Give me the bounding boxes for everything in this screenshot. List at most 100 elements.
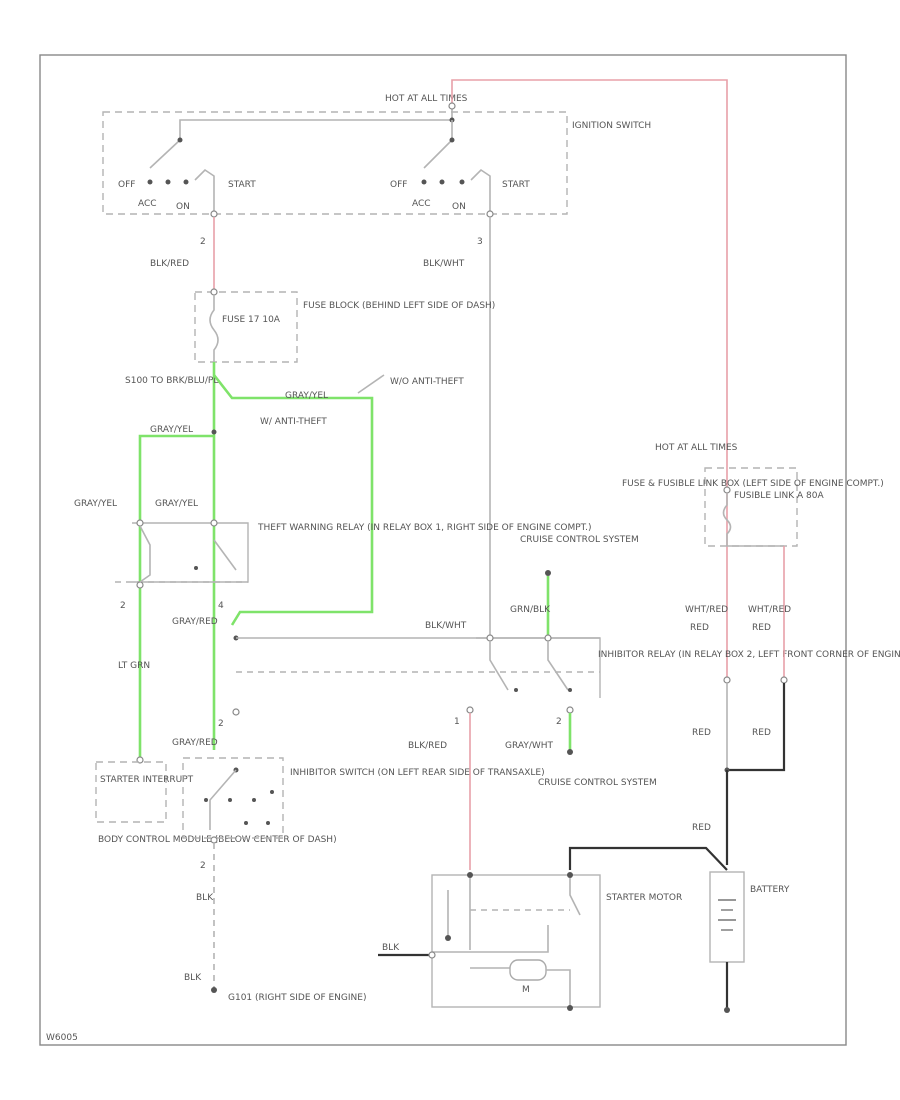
ign-left-terminal [210,210,218,218]
blk-wht-label-top: BLK/WHT [423,259,465,269]
right-switch-contact-off [421,179,427,185]
starter-motor-box [431,874,601,1008]
gray-wht-terminal [567,749,573,755]
inhibitor-switch-blade [209,769,237,830]
s100-label: S100 TO BRK/BLU/PL [125,376,218,386]
theft-relay-label: THEFT WARNING RELAY (IN RELAY BOX 1, RIG… [257,523,591,533]
ignition-feed-wire [179,103,453,140]
inhibitor-switch-contact-2 [228,798,232,802]
anti-theft-pointer [357,374,385,394]
theft-relay-contact [213,539,237,571]
pin-2e-label: 2 [200,861,206,871]
blk-red-mid-label: BLK/RED [408,741,447,751]
fusible-link-element [722,493,732,546]
red-label-4: RED [752,728,771,738]
diagram-frame [39,54,847,1046]
wht-red-conn-left [723,676,731,684]
grn-blk-label: GRN/BLK [510,605,551,615]
red-label-5: RED [692,823,711,833]
inhibitor-relay-pivot-b [568,688,572,692]
inhibitor-switch-contact-3 [252,798,256,802]
gray-red-2-label: GRAY/RED [172,738,218,748]
fuse-in-terminal [210,288,218,296]
left-switch-contact-acc [165,179,171,185]
starter-coil-dot [445,935,451,941]
red-label-3: RED [692,728,711,738]
w-anti-theft-label-a: W/O ANTI-THEFT [390,377,464,387]
left-switch-blade [149,139,181,169]
hot-at-all-times-label-top: HOT AT ALL TIMES [385,94,468,104]
hot-at-all-times-label-right: HOT AT ALL TIMES [655,443,738,453]
g101-label: G101 (RIGHT SIDE OF ENGINE) [228,993,366,1003]
gray-yel-label-2: GRAY/YEL [150,425,193,435]
pin-3-label: 3 [477,237,483,247]
gray-wht-label: GRAY/WHT [505,741,554,751]
inhibitor-switch-in [232,708,240,716]
inhibitor-relay-pivot-a [514,688,518,692]
pin-1-label: 1 [454,717,460,727]
acc-right-label: ACC [412,199,431,209]
starter-motor-feed [432,951,510,969]
fusible-link-label: FUSE & FUSIBLE LINK BOX (LEFT SIDE OF EN… [622,479,884,489]
theft-relay-terminal-2 [210,519,218,527]
inhibitor-relay-terminal-b [544,634,552,642]
g101-ground [211,987,217,993]
cruise-top-terminal [545,570,551,576]
starter-motor-symbol [509,959,547,981]
red-feed-wire [451,79,728,680]
battery-to-starter-cable [568,846,728,871]
starter-solenoid-terminal [467,872,473,878]
inhibitor-switch-contact-1 [204,798,208,802]
on-right-label: ON [452,202,466,212]
starter-ground [567,1005,573,1011]
off-left-label: OFF [118,180,135,190]
start-left-label: START [228,180,256,190]
left-switch-contact-off [147,179,153,185]
red-wire-battery-right [727,683,786,772]
red-label-2: RED [752,623,771,633]
green-gray-yel-left [138,434,214,760]
inhibitor-switch-contact-6 [266,821,270,825]
theft-relay-terminal-1 [136,519,144,527]
start-right-label: START [502,180,530,190]
starter-motor-m-label: M [522,985,530,995]
cruise-control-top-label: CRUISE CONTROL SYSTEM [520,535,639,545]
lt-grn-label: LT GRN [118,661,150,671]
wht-red-label-2: WHT/RED [748,605,791,615]
blk-2-label: BLK [184,973,202,983]
starter-solenoid-coil [447,878,471,950]
right-switch-blade [423,139,453,169]
starter-strap-terminal [428,951,436,959]
pin-2-label: 2 [200,237,206,247]
inhibitor-relay-pin-2 [566,706,574,714]
diagram-id: W6005 [46,1033,78,1043]
s100-splice [211,429,217,435]
theft-relay-pivot [194,566,198,570]
starter-motor-label: STARTER MOTOR [606,893,682,903]
fuse-17-element [209,295,219,362]
on-left-label: ON [176,202,190,212]
pin-4-label: 4 [218,601,224,611]
battery-body [709,871,745,963]
blk-1-label: BLK [196,893,214,903]
inhibitor-switch-box [182,757,284,839]
acc-left-label: ACC [138,199,157,209]
green-branch-to-relay [212,374,374,626]
blk-wht-mid-label: BLK/WHT [425,621,467,631]
pin-2c-label: 2 [556,717,562,727]
inhibitor-relay-pin-1 [466,706,474,714]
inhibitor-switch-contact-4 [270,790,274,794]
gray-yel-label-1: GRAY/YEL [285,391,328,401]
fusible-link-a-label: FUSIBLE LINK A 80A [734,491,825,501]
wht-red-conn-right [780,676,788,684]
w-anti-theft-label-b: W/ ANTI-THEFT [260,417,327,427]
inhibitor-switch-contact-5 [244,821,248,825]
inhibitor-relay-label: INHIBITOR RELAY (IN RELAY BOX 2, LEFT FR… [598,650,900,660]
right-switch-start-contact [470,168,491,214]
starter-interrupt-box [95,761,167,823]
fuse-block-box [194,291,298,363]
starter-field-wire [546,969,571,1008]
left-switch-pivot [177,137,183,143]
right-switch-contact-acc [439,179,445,185]
